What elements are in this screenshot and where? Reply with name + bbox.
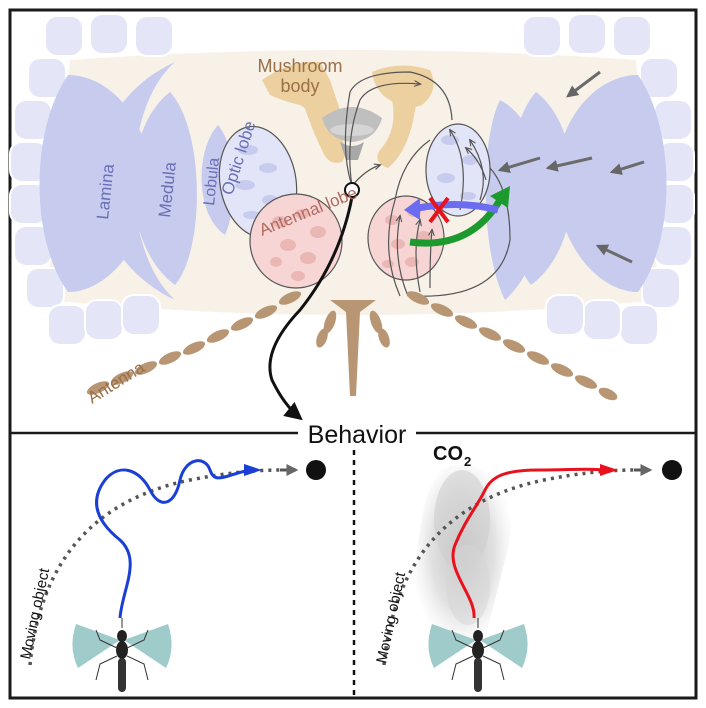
label-mushroom-line1: Mushroom — [257, 56, 342, 76]
co2-plume-lower — [446, 545, 490, 625]
right-mushroom-stalk — [377, 100, 416, 168]
left-palp — [323, 310, 337, 334]
right-palp-tip — [378, 328, 390, 348]
left-eye — [9, 13, 174, 346]
label-co2: CO — [433, 443, 463, 465]
left-mosquito-path — [95, 459, 251, 619]
right-palp — [369, 310, 383, 334]
left-palp-tip — [316, 328, 328, 348]
right-mosquito-icon — [428, 618, 528, 692]
right-mosquito-path — [451, 467, 607, 619]
right-antenna — [406, 291, 618, 401]
left-antennal-glomeruli — [270, 209, 326, 281]
left-mosquito-icon — [72, 618, 172, 692]
label-co2-subscript: 2 — [464, 454, 471, 469]
behavior-output-path — [268, 196, 354, 421]
right-moving-object-dot — [662, 460, 682, 480]
left-mushroom-stalk — [302, 100, 348, 163]
right-lamina — [556, 75, 667, 292]
left-moving-object-dot — [306, 460, 326, 480]
left-path-arrowhead — [244, 464, 262, 476]
left-antenna — [86, 291, 302, 395]
behavior-label-bg — [298, 420, 416, 448]
green-arrow-head — [490, 186, 510, 208]
label-lobula: Lobula — [201, 157, 223, 207]
right-medula-outer — [485, 100, 545, 300]
label-mushroom-line2: body — [280, 76, 319, 96]
purple-arrow-head — [404, 198, 420, 220]
co2-plume-core — [434, 470, 490, 570]
neural-wires — [344, 71, 511, 297]
right-object-trajectory — [382, 468, 635, 666]
block-x-icon — [428, 196, 450, 224]
purple-blocked-arrow — [417, 200, 499, 214]
right-eye — [522, 13, 695, 346]
brain-section: Mushroom body Optic lobe Antennal lobe L… — [9, 13, 695, 449]
right-mushroom-body — [372, 65, 434, 108]
proboscis — [330, 300, 376, 396]
label-behavior: Behavior — [308, 421, 407, 449]
left-optic-glomeruli — [235, 145, 278, 219]
light-input-arrows — [497, 70, 645, 264]
left-medula — [133, 92, 197, 285]
right-path-arrowhead — [600, 464, 618, 476]
left-lamina-body — [39, 75, 150, 292]
